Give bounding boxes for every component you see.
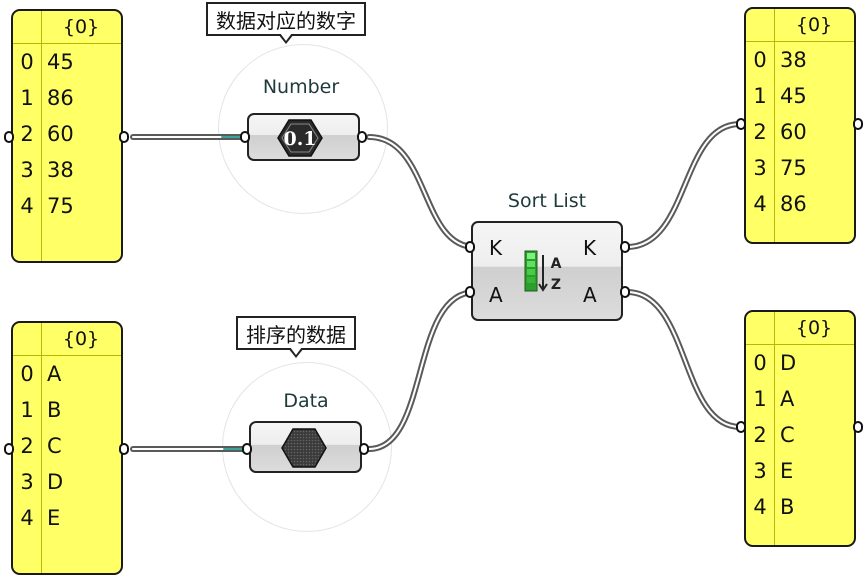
panel-header: {0} [13,11,121,44]
panel-output-port[interactable] [119,131,129,143]
number-input-port[interactable] [240,131,250,143]
wire-number-to-sort-k [366,134,478,250]
tooltip-data: 排序的数据 [236,316,356,358]
sort-output-k-label: K [583,236,597,260]
sort-icon-bottom-text: Z [551,277,561,293]
sort-az-icon: A Z [524,250,562,293]
sort-list-component[interactable]: K A K A A Z [471,221,623,321]
sort-input-k-label: K [489,236,503,260]
panel-header: {0} [746,9,854,42]
sort-output-k-port[interactable] [620,241,630,253]
panel-input-port[interactable] [736,421,746,433]
panel-header: {0} [746,312,854,345]
number-parameter[interactable]: 0.1 [247,113,360,161]
number-hex-icon: 0.1 [277,119,323,157]
sort-list-label: Sort List [507,190,587,212]
panel-output-port[interactable] [119,443,129,455]
panel-input-port[interactable] [736,118,746,130]
data-input-port[interactable] [242,443,252,455]
panel-output-port[interactable] [853,421,863,433]
sort-input-a-port[interactable] [465,286,475,298]
panel-input-port[interactable] [4,443,14,455]
data-output-port[interactable] [359,443,369,455]
panel-header: {0} [13,323,121,356]
tooltip-number: 数据对应的数字 [206,2,366,44]
wire-data-to-sort-a [366,289,478,452]
selection-halo [218,44,388,214]
sort-icon-top-text: A [551,256,562,272]
data-label: Data [283,390,329,412]
number-icon-text: 0.1 [283,128,316,150]
sort-output-a-label: A [583,283,597,307]
panel-input-port[interactable] [4,131,14,143]
wire-sort-a-to-panel [624,289,743,430]
data-parameter[interactable] [249,421,362,473]
number-output-port[interactable] [357,131,367,143]
panel-output-port[interactable] [853,118,863,130]
wire-sort-k-to-panel [624,121,743,250]
sort-input-a-label: A [489,283,503,307]
sort-input-k-port[interactable] [465,241,475,253]
sort-output-a-port[interactable] [620,286,630,298]
data-hex-icon [281,428,327,468]
number-label: Number [262,76,340,98]
